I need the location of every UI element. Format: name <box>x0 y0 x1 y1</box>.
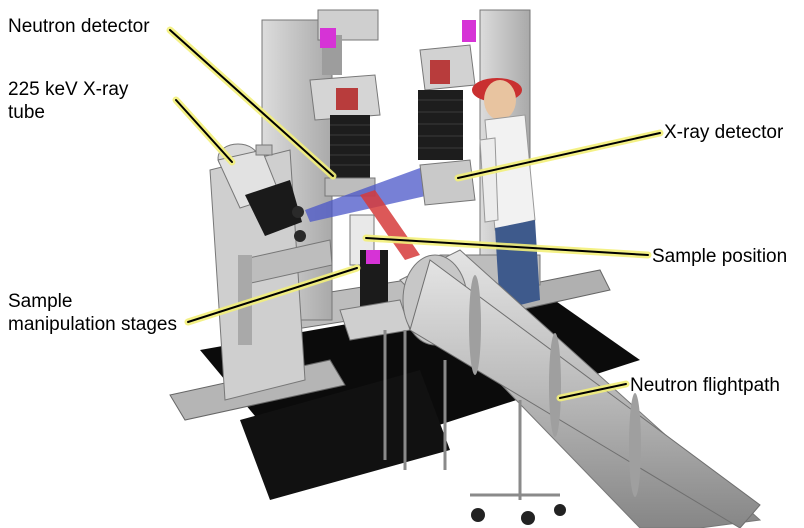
person-figure <box>472 78 540 310</box>
label-sample-position: Sample position <box>652 246 788 267</box>
label-sample-stages-line1: Sample <box>8 291 73 312</box>
leader-sample-stages <box>187 267 358 323</box>
leader-xray-detector <box>457 132 661 179</box>
leader-neutron-flightpath <box>559 383 627 399</box>
label-xray-detector: X-ray detector <box>664 122 784 143</box>
label-neutron-detector: Neutron detector <box>8 16 150 37</box>
magenta-cap-right <box>462 20 476 42</box>
label-xray-tube-line2: tube <box>8 102 45 123</box>
leader-neutron-detector <box>169 29 334 177</box>
leader-sample-position <box>365 237 649 256</box>
leader-lines <box>166 26 664 402</box>
label-xray-tube: 225 keV X-ray tube <box>8 78 128 124</box>
neutron-detector-body <box>330 115 370 180</box>
cart-wheels <box>471 504 566 525</box>
label-xray-tube-line1: 225 keV X-ray <box>8 79 129 100</box>
xray-detector-panel <box>419 159 476 206</box>
label-sample-stages-line2: manipulation stages <box>8 314 177 335</box>
label-neutron-flightpath: Neutron flightpath <box>630 375 780 396</box>
label-sample-stages: Sample manipulation stages <box>8 290 177 336</box>
leader-xray-tube <box>175 99 233 163</box>
cart-frame <box>383 330 560 500</box>
sample-magenta <box>366 250 380 264</box>
magenta-cap-left <box>320 28 336 48</box>
